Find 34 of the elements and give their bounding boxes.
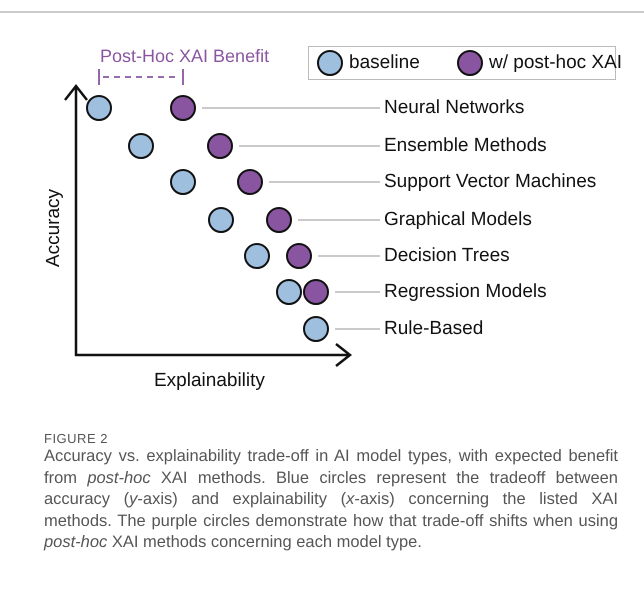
- post-hoc-circle: [170, 95, 196, 121]
- model-type-label: Graphical Models: [384, 208, 532, 232]
- leader-line: [335, 328, 380, 330]
- legend-label: w/ post-hoc XAI: [489, 51, 622, 75]
- leader-line: [298, 219, 380, 221]
- post-hoc-circle: [286, 243, 312, 269]
- leader-line: [269, 181, 380, 183]
- model-type-label: Rule-Based: [384, 317, 484, 341]
- leader-line: [202, 107, 380, 109]
- baseline-circle: [244, 243, 270, 269]
- model-type-label: Regression Models: [384, 280, 547, 304]
- axis-title: Explainability: [154, 369, 265, 393]
- model-type-label: Ensemble Methods: [384, 134, 547, 158]
- axis-title: Accuracy: [42, 188, 65, 270]
- model-type-label: Neural Networks: [384, 96, 524, 120]
- legend-label: baseline: [349, 51, 420, 75]
- post-hoc-circle: [237, 169, 263, 195]
- model-type-label: Support Vector Machines: [384, 170, 596, 194]
- figure-number: FIGURE 2: [44, 430, 108, 448]
- baseline-circle: [128, 133, 154, 159]
- leader-line: [318, 255, 380, 257]
- benefit-label: Post-Hoc XAI Benefit: [100, 45, 270, 68]
- baseline-circle: [303, 316, 329, 342]
- model-type-label: Decision Trees: [384, 244, 510, 268]
- post-hoc-circle: [266, 207, 292, 233]
- leader-line: [239, 145, 380, 147]
- baseline-circle: [86, 95, 112, 121]
- baseline-circle: [170, 169, 196, 195]
- leader-line: [335, 291, 380, 293]
- post-hoc-circle: [303, 279, 329, 305]
- baseline-circle: [208, 207, 234, 233]
- baseline-circle: [276, 279, 302, 305]
- post-hoc-circle: [207, 133, 233, 159]
- caption: Accuracy vs. explainability trade-off in AI model types, with expected benefit from post-hoc XAI methods. Blue circles represent the tradeoff between accuracy (y-axis) and explainability (x-axis) concerning the listed XAI methods. The purple circles demonstrate how that trade-off shifts when using post-hoc XAI methods concerning each model type.: [44, 446, 618, 553]
